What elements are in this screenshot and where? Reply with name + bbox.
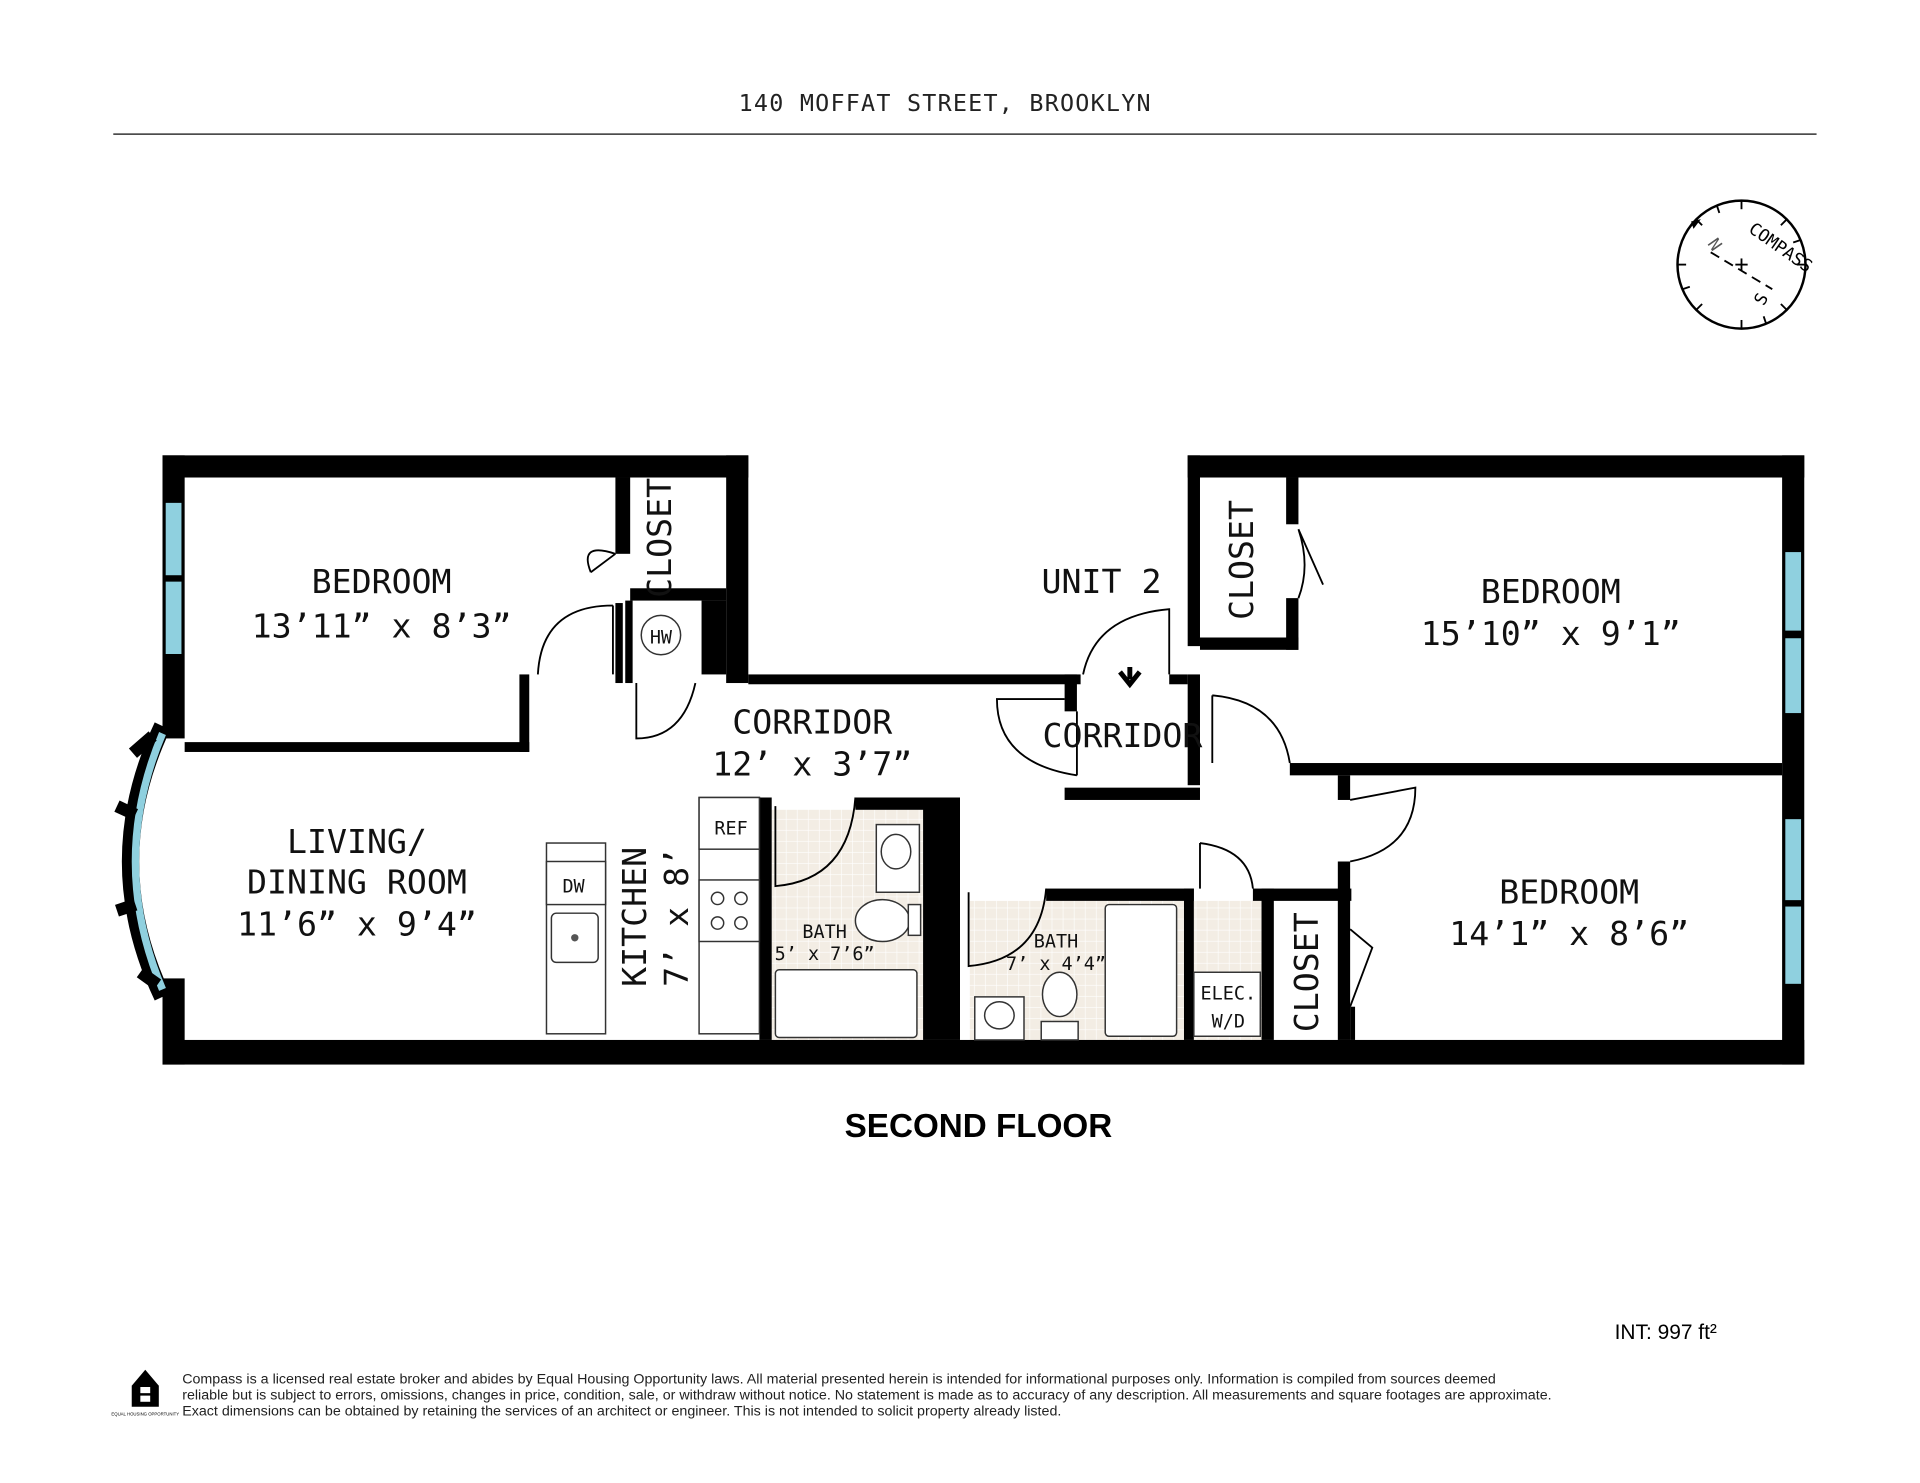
water-heater-icon bbox=[640, 614, 682, 656]
logo-text: EQUAL HOUSING OPPORTUNITY bbox=[111, 1411, 179, 1416]
disclaimer-line-3: Exact dimensions can be obtained by reta… bbox=[182, 1403, 1061, 1419]
compass-label: COMPASS bbox=[1745, 219, 1816, 277]
corridor-2-name: CORRIDOR bbox=[1042, 716, 1202, 755]
bath-1-name: BATH bbox=[802, 922, 846, 943]
bathtub-icon bbox=[774, 969, 918, 1039]
address-title: 140 MOFFAT STREET, BROOKLYN bbox=[739, 89, 1152, 117]
area-label: INT: 997 ft² bbox=[1615, 1321, 1717, 1344]
bath-2-name: BATH bbox=[1034, 932, 1078, 953]
corridor-1-name: CORRIDOR bbox=[732, 703, 892, 742]
bath-2-dims: 7’ x 4’4” bbox=[1006, 954, 1106, 975]
bath-1-dims: 5’ x 7’6” bbox=[775, 944, 875, 965]
windows bbox=[114, 501, 1803, 1001]
living-dims: 11’6” x 9’4” bbox=[237, 904, 477, 943]
fixtures bbox=[545, 614, 1262, 1041]
elec-label: ELEC. bbox=[1201, 983, 1257, 1004]
shower-icon bbox=[1104, 903, 1178, 1037]
disclaimer-line-2: reliable but is subject to errors, omiss… bbox=[182, 1387, 1551, 1403]
walls bbox=[162, 455, 1805, 1065]
entry-arrow-icon bbox=[1118, 667, 1142, 689]
living-name-2: DINING ROOM bbox=[247, 862, 467, 901]
corridor-1-dims: 12’ x 3’7” bbox=[712, 744, 912, 783]
hw-label: HW bbox=[650, 628, 673, 649]
living-name-1: LIVING/ bbox=[287, 822, 427, 861]
unit-label: UNIT 2 bbox=[1042, 562, 1162, 601]
closet-2-label: CLOSET bbox=[1222, 500, 1261, 620]
ref-label: REF bbox=[714, 818, 747, 839]
bedroom-2-dims: 15’10” x 9’1” bbox=[1421, 614, 1681, 653]
stove-icon bbox=[698, 879, 761, 943]
bedroom-3-dims: 14’1” x 8’6” bbox=[1449, 914, 1689, 953]
kitchen-name: KITCHEN bbox=[615, 847, 654, 987]
compass-south: S bbox=[1751, 290, 1774, 309]
bedroom-3-name: BEDROOM bbox=[1499, 872, 1639, 911]
bedroom-2-name: BEDROOM bbox=[1481, 572, 1621, 611]
disclaimer-line-1: Compass is a licensed real estate broker… bbox=[182, 1371, 1496, 1387]
toilet-icon bbox=[854, 898, 911, 943]
wd-label: W/D bbox=[1212, 1012, 1245, 1033]
equal-housing-logo: EQUAL HOUSING OPPORTUNITY bbox=[111, 1369, 179, 1416]
bedroom-1-dims: 13’11” x 8’3” bbox=[252, 607, 512, 646]
closet-3-label: CLOSET bbox=[1287, 912, 1326, 1032]
doors bbox=[536, 528, 1417, 1008]
closet-1-label: CLOSET bbox=[640, 478, 679, 598]
floor-title: SECOND FLOOR bbox=[845, 1108, 1113, 1145]
dw-label: DW bbox=[562, 876, 585, 897]
kitchen-dims: 7’ x 8’ bbox=[657, 847, 696, 987]
bedroom-1-name: BEDROOM bbox=[312, 562, 452, 601]
compass-icon bbox=[1676, 199, 1807, 330]
compass-north: N bbox=[1703, 235, 1725, 255]
